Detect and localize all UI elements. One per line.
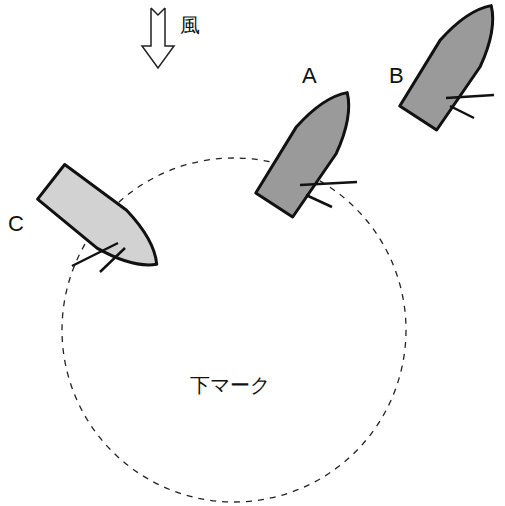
boom-line <box>306 195 332 207</box>
boat-label: A <box>302 64 317 88</box>
wind-arrow-shape <box>142 8 174 68</box>
boat-shape <box>20 140 180 300</box>
boat-label: B <box>389 64 404 88</box>
boom-line <box>100 248 125 272</box>
boat-hull <box>36 163 171 283</box>
boat-hull <box>254 80 367 219</box>
boom-line <box>300 182 357 185</box>
mark-circle-outline <box>62 158 406 502</box>
boat: A <box>228 73 388 233</box>
boom-line <box>446 95 494 98</box>
boat-hull <box>398 0 505 131</box>
mark-label: 下マーク <box>190 374 270 396</box>
wind-label: 風 <box>180 14 200 36</box>
boat: C <box>20 140 180 300</box>
boom-line <box>450 106 474 118</box>
boat: B <box>372 0 505 146</box>
boat-shape <box>228 73 388 233</box>
boat-label: C <box>8 212 24 236</box>
